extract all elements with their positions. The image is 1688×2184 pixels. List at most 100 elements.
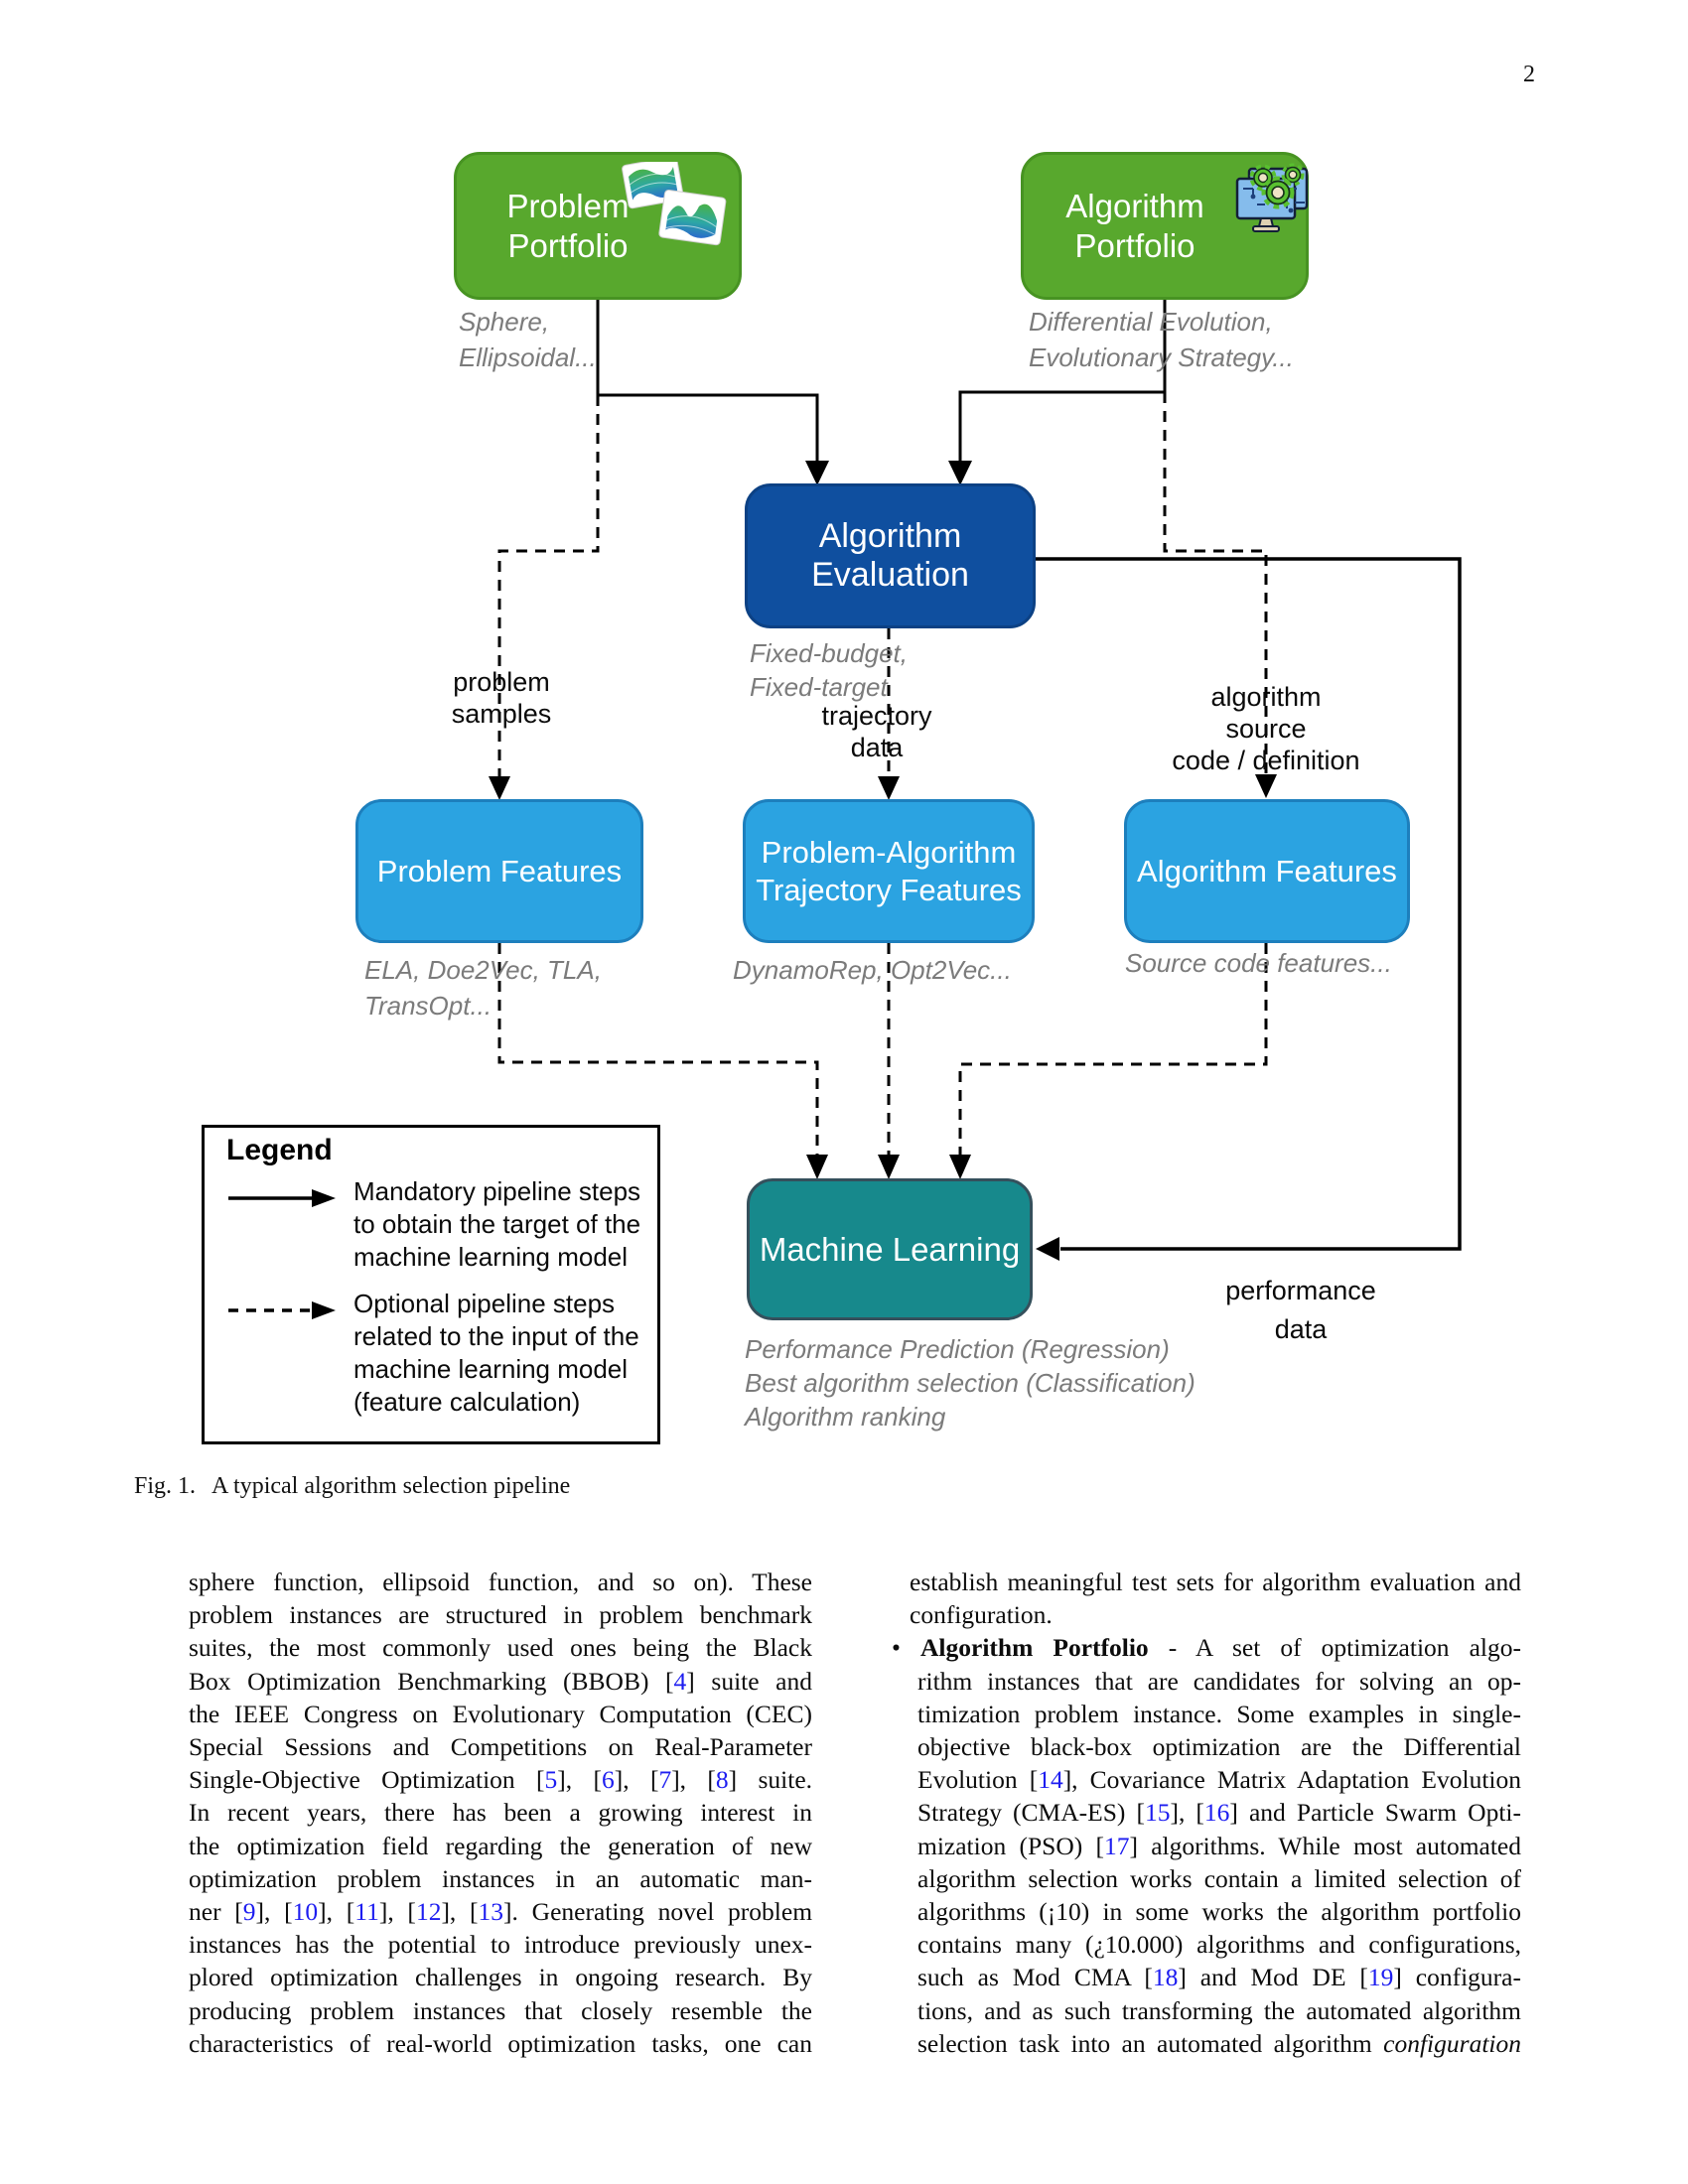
label-line: Portfolio [1074, 226, 1196, 264]
label-line: Performance Prediction (Regression) [745, 1334, 1170, 1364]
solid-arrow-icon [226, 1184, 338, 1212]
label-line: TransOpt... [364, 991, 492, 1021]
text-line: Evolution [14], Covariance Matrix Adapta… [892, 1763, 1521, 1796]
citation-link[interactable]: 15 [1144, 1798, 1171, 1828]
dashed-arrow-icon [226, 1297, 338, 1324]
connector-problem-samples [497, 395, 600, 777]
trajectory-features-note: DynamoRep, Opt2Vec... [733, 955, 1012, 985]
text-run: tions, and as such transforming the auto… [917, 1995, 1521, 2025]
text-line: algorithm selection works contain a limi… [892, 1862, 1521, 1895]
figure-caption-number: Fig. 1. [134, 1473, 197, 1499]
text-line: characteristics of real-world optimizati… [189, 2027, 812, 2060]
machine-learning-box: Machine Learning [747, 1178, 1033, 1320]
label-line: Algorithm [1065, 187, 1204, 224]
text-run: ner [ [189, 1897, 243, 1927]
label-line: samples [451, 699, 552, 729]
citation-link[interactable]: 12 [415, 1897, 442, 1927]
citation-link[interactable]: 9 [242, 1897, 256, 1927]
citation-link[interactable]: 17 [1103, 1831, 1130, 1860]
text-run: Single-Objective Optimization [ [189, 1765, 545, 1795]
algorithm-portfolio-note: Differential Evolution,Evolutionary Stra… [1029, 304, 1294, 375]
citation-link[interactable]: 7 [658, 1765, 672, 1795]
page-number: 2 [1523, 62, 1535, 87]
text-run: ], [ [671, 1765, 716, 1795]
citation-link[interactable]: 11 [354, 1897, 379, 1927]
text-line: Box Optimization Benchmarking (BBOB) [4]… [189, 1665, 812, 1698]
text-line: suites, the most commonly used ones bein… [189, 1631, 812, 1664]
label-line: Sphere, [459, 307, 550, 337]
label-line: Fixed-target [750, 672, 888, 702]
text-run: In recent years, there has been a growin… [189, 1798, 812, 1828]
label-line: problem [453, 667, 550, 697]
label-line: Optional pipeline steps [353, 1289, 616, 1318]
text-run: Strategy (CMA-ES) [ [917, 1798, 1145, 1828]
citation-link[interactable]: 8 [715, 1765, 729, 1795]
connector-problem-features-to-ml [497, 943, 819, 1157]
text-run: ], [ [557, 1765, 602, 1795]
label-line: Fixed-budget, [750, 638, 908, 668]
text-run: ], Covariance Matrix Adaptation Evolutio… [1062, 1765, 1521, 1795]
text-run: establish meaningful test sets for algor… [910, 1568, 1521, 1596]
text-line: Special Sessions and Competitions on Rea… [189, 1730, 812, 1763]
problem-features-box: Problem Features [355, 799, 643, 943]
label-line: related to the input of the [353, 1321, 639, 1351]
citation-link[interactable]: 16 [1203, 1798, 1230, 1828]
citation-link[interactable]: 13 [478, 1897, 504, 1927]
label-line: code / definition [1172, 746, 1360, 775]
legend-dashed-label: Optional pipeline steps related to the in… [353, 1288, 641, 1419]
text-run: the optimization field regarding the gen… [189, 1831, 812, 1860]
text-run: selection task into an automated algorit… [917, 2028, 1384, 2058]
arrowhead-icon [949, 1155, 971, 1179]
right-column: establish meaningful test sets for algor… [892, 1566, 1521, 2060]
label-line: to obtain the target of the [353, 1209, 641, 1239]
label-line: Best algorithm selection (Classification… [745, 1368, 1196, 1398]
label-line: trajectory [821, 701, 932, 731]
text-run: suites, the most commonly used ones bein… [189, 1633, 812, 1663]
label-line: performance [1225, 1276, 1376, 1305]
citation-link[interactable]: 14 [1038, 1765, 1063, 1795]
label-line: algorithm [1210, 682, 1322, 712]
text-run: ] algorithms. While most automated [1129, 1831, 1522, 1860]
citation-link[interactable]: 5 [544, 1765, 558, 1795]
text-line: timization problem instance. Some exampl… [892, 1698, 1521, 1730]
label-line: Algorithm ranking [745, 1402, 946, 1432]
label-line: Evolutionary Strategy... [1029, 342, 1294, 372]
text-line: algorithms (¡10) in some works the algor… [892, 1895, 1521, 1928]
label-line: Mandatory pipeline steps [353, 1176, 641, 1206]
algorithm-features-note: Source code features... [1125, 948, 1392, 978]
label-line: Problem-Algorithm [761, 834, 1017, 870]
algorithm-features-box: Algorithm Features [1124, 799, 1410, 943]
text-run: characteristics of real-world optimizati… [189, 2028, 812, 2058]
text-line: producing problem instances that closely… [189, 1994, 812, 2027]
text-run: ], [ [1170, 1798, 1204, 1828]
problem-portfolio-note: Sphere, Ellipsoidal... [459, 304, 597, 375]
text-run: such as Mod CMA [ [917, 1963, 1153, 1992]
label-line: Trajectory Features [756, 872, 1022, 907]
arrowhead-icon [489, 776, 510, 800]
citation-link[interactable]: 18 [1152, 1963, 1179, 1992]
connector-algorithm-source [1163, 392, 1268, 775]
citation-link[interactable]: 6 [601, 1765, 615, 1795]
text-run: - A set of optimization algo- [1148, 1633, 1522, 1663]
arrowhead-icon [1036, 1237, 1059, 1261]
text-run: problem instances are structured in prob… [189, 1600, 812, 1630]
citation-link[interactable]: 10 [292, 1897, 319, 1927]
algorithm-evaluation-box: Algorithm Evaluation [745, 483, 1036, 628]
citation-link[interactable]: 19 [1367, 1963, 1394, 1992]
text-run: the IEEE Congress on Evolutionary Comput… [189, 1699, 812, 1728]
text-line: the optimization field regarding the gen… [189, 1830, 812, 1862]
figure-caption: Fig. 1. A typical algorithm selection pip… [134, 1473, 570, 1500]
text-run: Evolution [ [917, 1765, 1039, 1795]
text-run: ] configura- [1393, 1963, 1521, 1992]
connector-problem-portfolio-to-evaluation [596, 300, 819, 462]
citation-link[interactable]: 4 [673, 1666, 687, 1696]
text-run: plored optimization challenges in ongoin… [189, 1963, 812, 1992]
figure-caption-text: A typical algorithm selection pipeline [211, 1473, 571, 1499]
label-line: Ellipsoidal... [459, 342, 597, 372]
text-line: objective black-box optimization are the… [892, 1730, 1521, 1763]
text-run: ] suite and [686, 1666, 812, 1696]
text-run: sphere function, ellipsoid function, and… [189, 1568, 812, 1596]
algorithm-features-label: Algorithm Features [1137, 853, 1397, 888]
